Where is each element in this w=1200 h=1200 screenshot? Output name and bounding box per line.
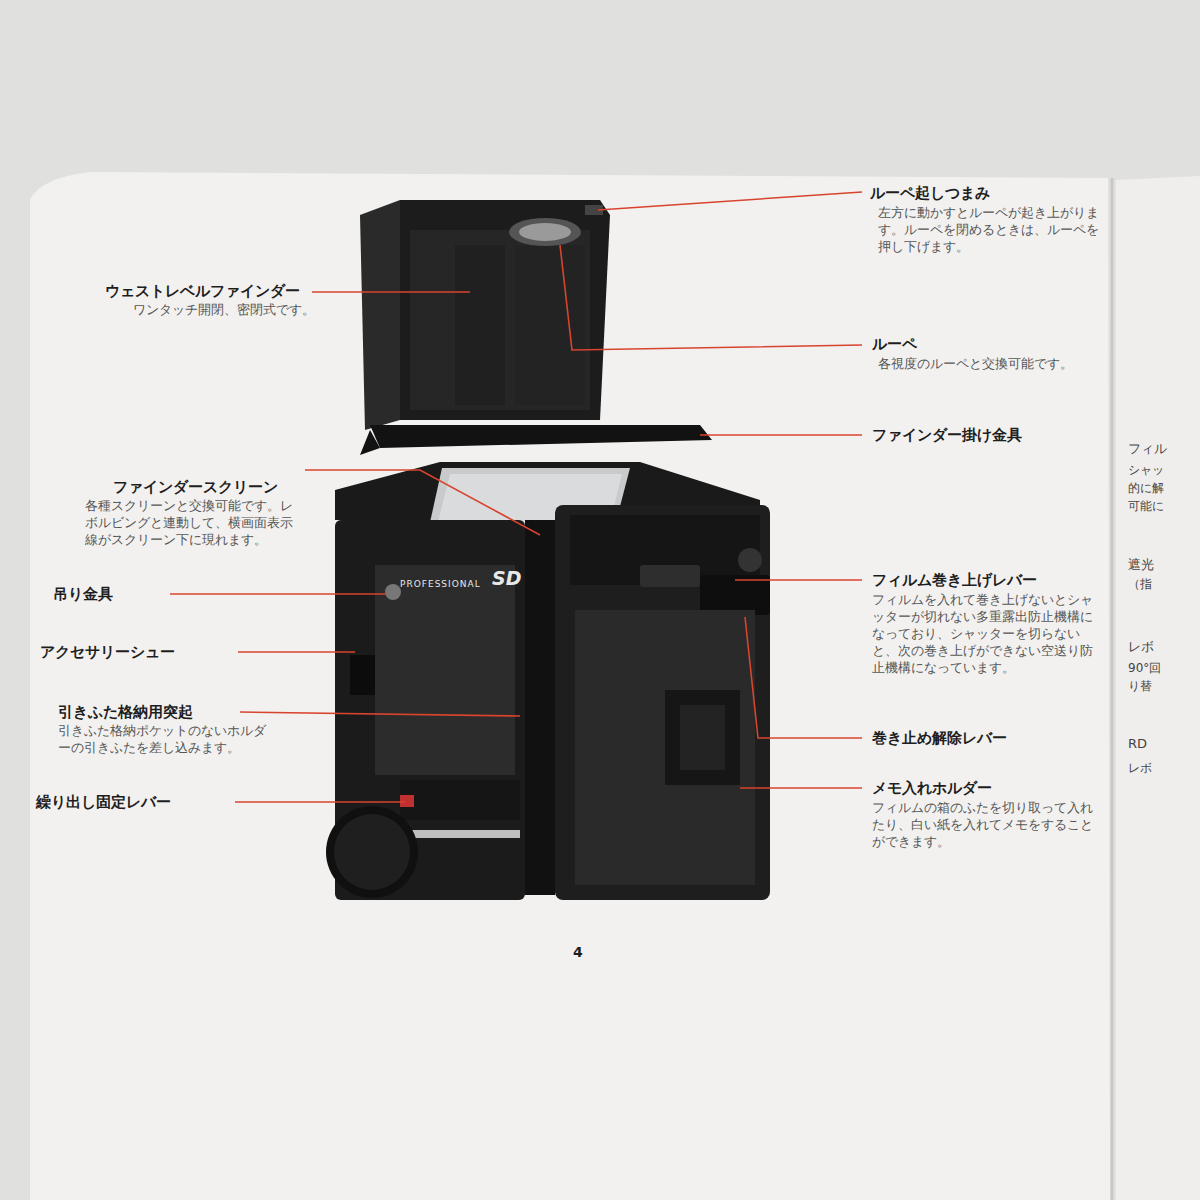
page-fragment: （指 <box>1128 576 1152 592</box>
callout-text: フィルムの箱のふたを切り取って入れたり、白い紙を入れてメモをすることができます。 <box>872 800 1104 851</box>
callout-text: 引きふた格納ポケットのないホルダーの引きふたを差し込みます。 <box>58 723 278 757</box>
callout-text: ワンタッチ開閉、密閉式です。 <box>133 302 315 319</box>
callout-title: 吊り金具 <box>53 584 113 604</box>
page-fragment: 遮光 <box>1128 556 1154 574</box>
page-fragment: レボ <box>1128 760 1152 776</box>
page-fragment: RD <box>1128 735 1147 753</box>
callout-title: ルーペ <box>872 334 917 354</box>
callout-title: 巻き止め解除レバー <box>872 728 1007 748</box>
callout-text: 左方に動かすとルーペが起き上がります。ルーペを閉めるときは、ルーペを押し下げます… <box>878 205 1106 256</box>
camera-marking: SD <box>492 566 521 592</box>
callout-title: ファインダー掛け金具 <box>872 425 1022 445</box>
page-fragment: フィル <box>1128 440 1167 458</box>
page-fragment: シャッ <box>1128 462 1164 478</box>
callout-title: 繰り出し固定レバー <box>36 792 171 812</box>
page-fragment: レボ <box>1128 638 1154 656</box>
callout-text: フィルムを入れて巻き上げないとシャッターが切れない多重露出防止機構になっており、… <box>872 592 1104 676</box>
camera-marking: PROFESSIONAL <box>400 578 481 590</box>
callout-text: 各視度のルーペと交換可能です。 <box>878 356 1106 373</box>
page-fragment: り替 <box>1128 678 1152 694</box>
page-fragment: 可能に <box>1128 498 1164 514</box>
callout-title: ファインダースクリーン <box>113 477 278 497</box>
callout-title: アクセサリーシュー <box>40 642 175 662</box>
page-fragment: 的に解 <box>1128 480 1164 496</box>
callout-title: ウェストレベルファインダー <box>105 281 300 301</box>
callout-title: メモ入れホルダー <box>872 778 992 798</box>
page-number: 4 <box>573 943 583 962</box>
callout-title: 引きふた格納用突起 <box>58 702 193 722</box>
callout-text: 各種スクリーンと交換可能です。レボルビングと連動して、横画面表示線がスクリーン下… <box>85 498 300 549</box>
callout-title: ルーペ起しつまみ <box>870 183 990 203</box>
page-fragment: 90°回 <box>1128 660 1161 676</box>
callout-title: フィルム巻き上げレバー <box>872 570 1037 590</box>
